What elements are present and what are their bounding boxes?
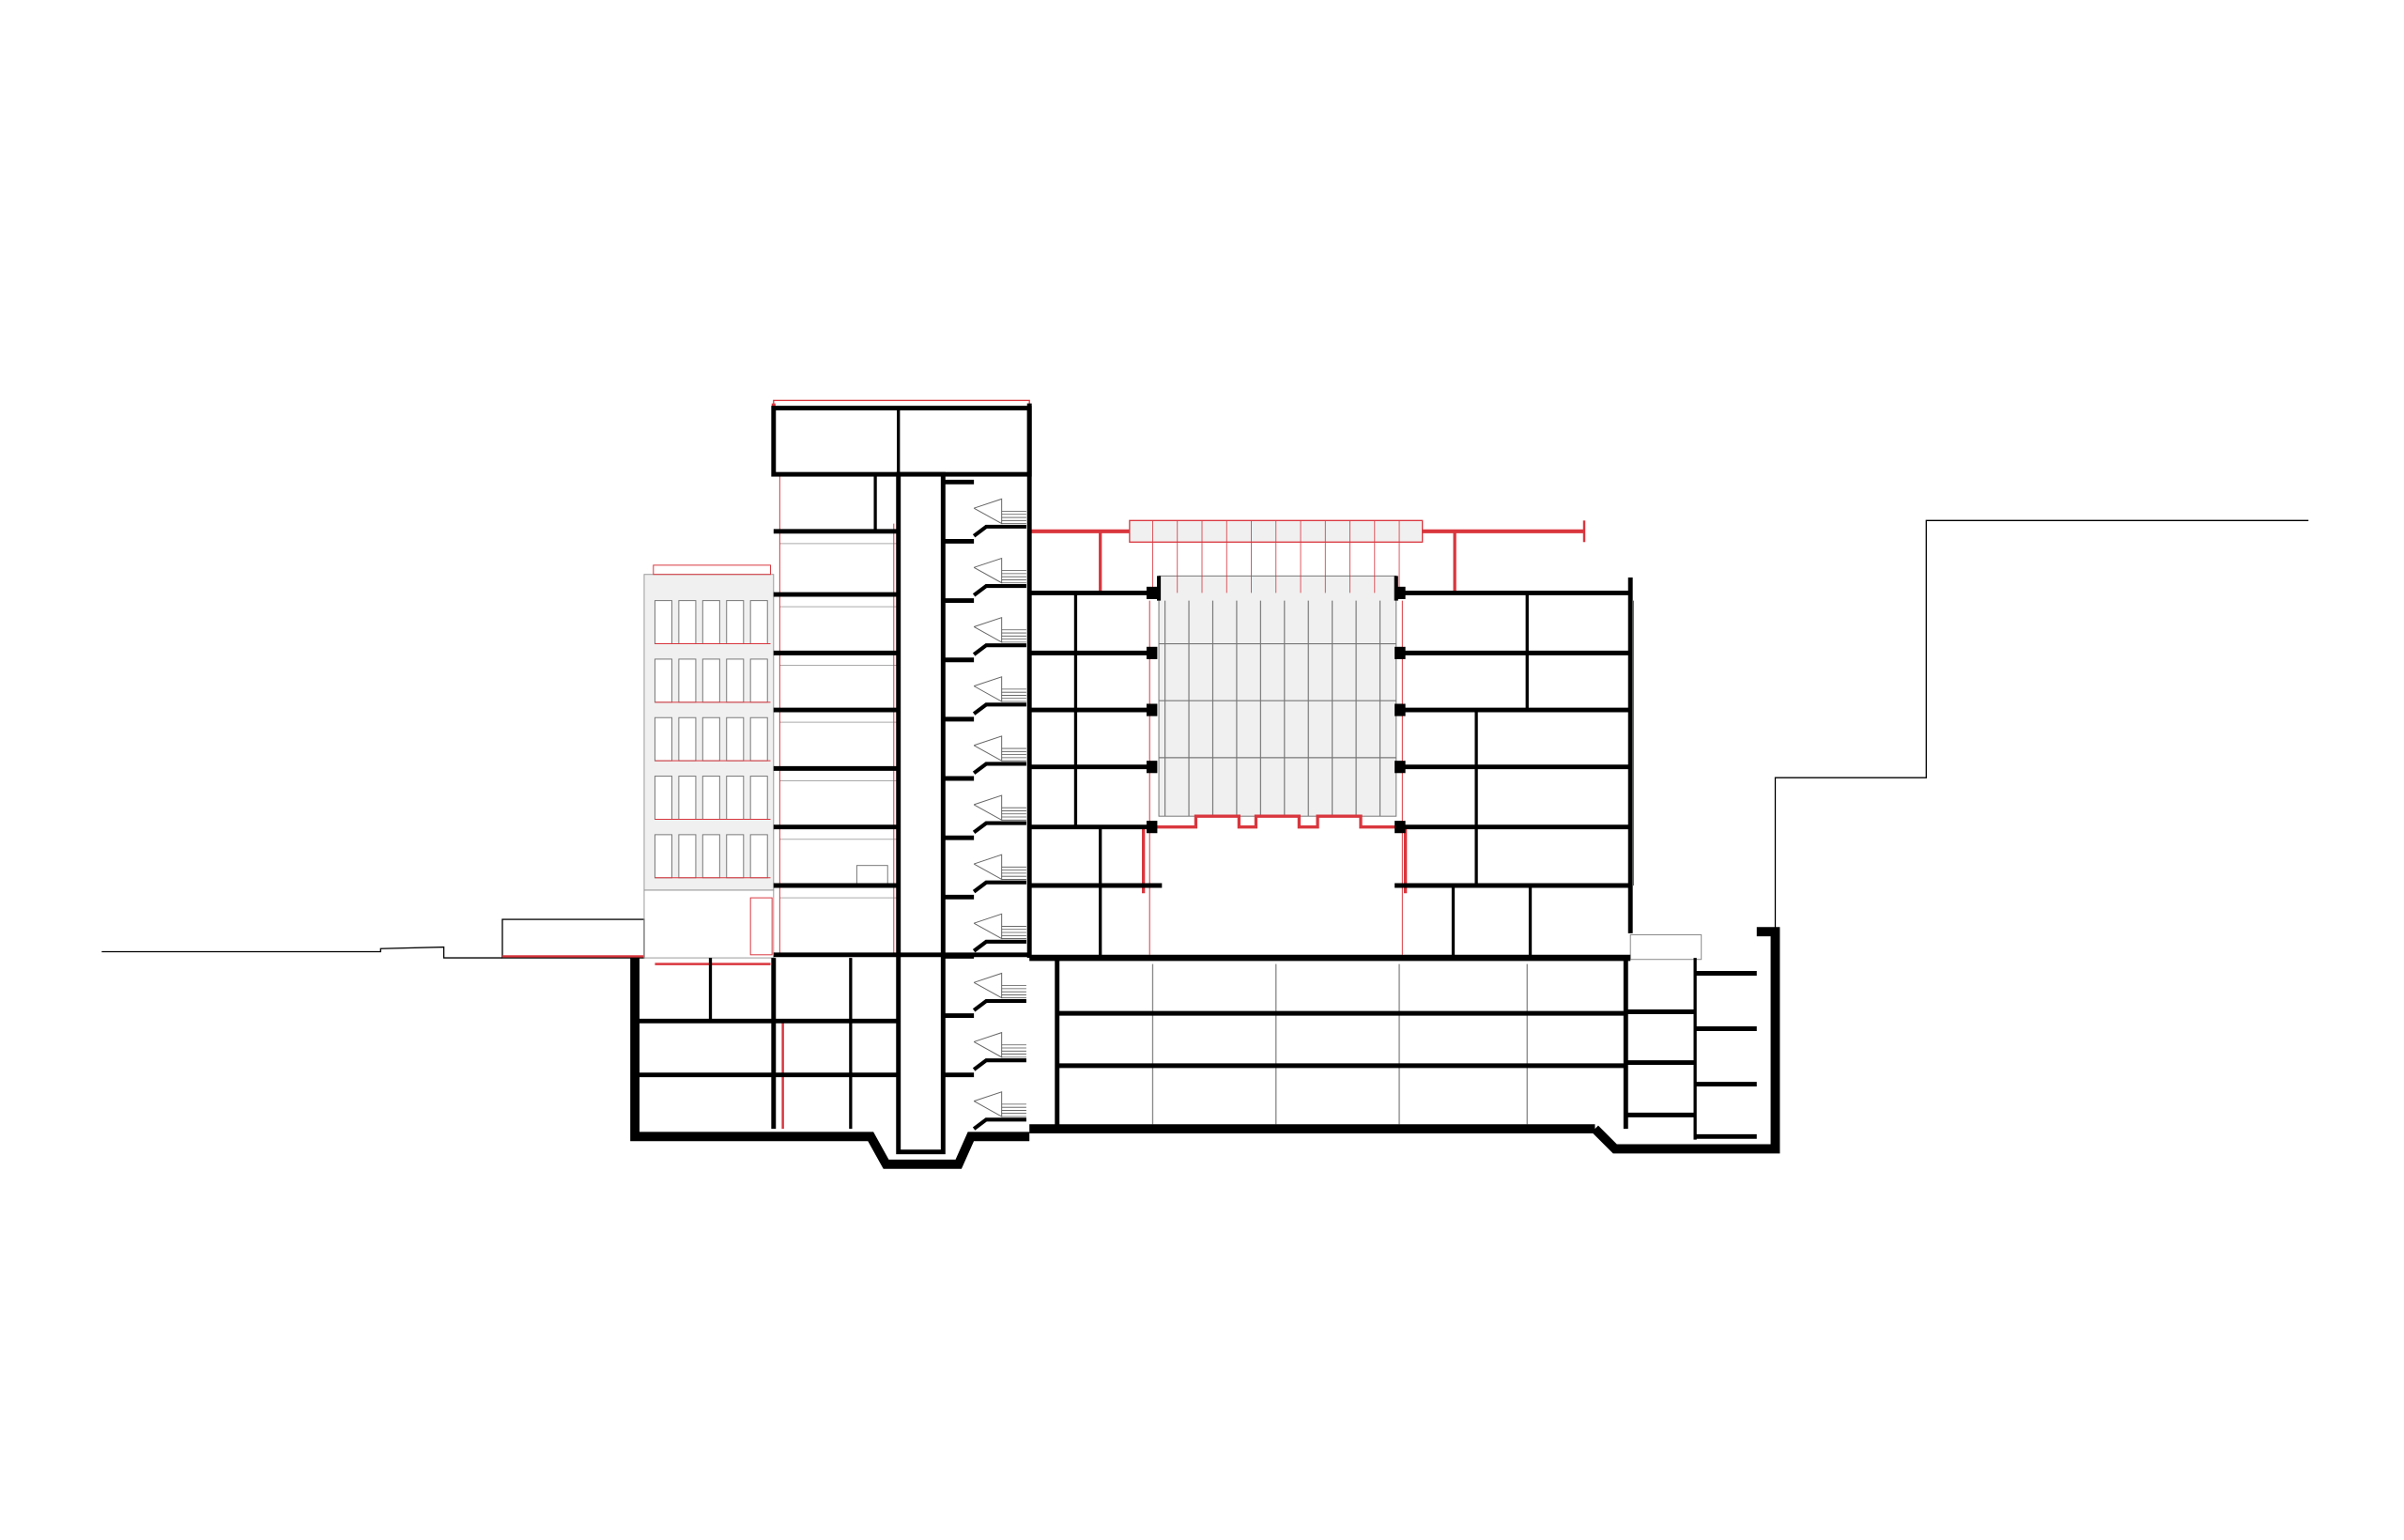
stair-run <box>972 702 1026 716</box>
window-pane <box>749 776 768 820</box>
window-pane <box>701 600 720 645</box>
atrium-floor-red <box>1142 814 1408 894</box>
stair-flight <box>973 557 1003 584</box>
window-pane <box>726 716 745 762</box>
window-pane <box>701 716 720 762</box>
column-section <box>1146 703 1158 716</box>
window-pane <box>749 658 768 703</box>
window-pane <box>726 776 745 820</box>
window-pane <box>678 834 697 879</box>
window-pane <box>701 834 720 879</box>
stair-flight <box>973 1091 1003 1117</box>
stair-run <box>972 939 1026 953</box>
tower-top-box <box>771 406 1032 477</box>
stair-flight <box>973 913 1003 940</box>
left-building-ground-floor <box>643 889 775 959</box>
thin-lines <box>643 498 1703 1125</box>
cut-structure <box>630 403 1780 1169</box>
stair-flight <box>973 616 1003 643</box>
column-section <box>1395 761 1406 774</box>
basement-wall-west <box>630 958 1030 1169</box>
stair-run <box>972 1117 1026 1131</box>
left-roof-rail <box>653 564 772 576</box>
stair-run <box>972 643 1026 656</box>
window-pane <box>726 658 745 703</box>
terrain-lines <box>101 519 2309 959</box>
stair-flight <box>973 794 1003 822</box>
window-pane <box>678 658 697 703</box>
column-section <box>1395 586 1406 599</box>
left-entrance-red <box>749 897 773 956</box>
column-section <box>1395 821 1406 834</box>
window-pane <box>749 716 768 762</box>
window-pane <box>726 600 745 645</box>
annex-low-volume <box>501 918 645 959</box>
stair-flight <box>973 676 1003 702</box>
column-section <box>1395 646 1406 659</box>
window-pane <box>701 658 720 703</box>
stair-flight <box>973 498 1003 525</box>
stair-flight <box>973 854 1003 881</box>
stair-flight <box>973 972 1003 999</box>
column-section <box>1146 761 1158 774</box>
window-pane <box>654 834 672 879</box>
stair-flight <box>973 735 1003 762</box>
window-pane <box>701 776 720 820</box>
atrium-glazed-volume <box>1158 575 1397 817</box>
column-section <box>1146 586 1158 599</box>
column-section <box>1146 646 1158 659</box>
window-pane <box>654 776 672 820</box>
stair-run <box>972 821 1026 835</box>
elevator-shaft <box>896 471 946 1155</box>
window-pane <box>726 834 745 879</box>
window-pane <box>654 600 672 645</box>
window-pane <box>678 716 697 762</box>
stair-run <box>972 998 1026 1012</box>
rooftop-unit <box>855 865 888 886</box>
ground-line-right <box>1774 519 2309 932</box>
window-pane <box>749 600 768 645</box>
window-pane <box>749 834 768 879</box>
stair-flight <box>973 1031 1003 1058</box>
window-pane <box>654 658 672 703</box>
column-section <box>1146 821 1158 834</box>
stair-run <box>972 762 1026 775</box>
window-pane <box>654 716 672 762</box>
basement-wall-east <box>1591 927 1780 1154</box>
window-pane <box>678 600 697 645</box>
column-section <box>1395 703 1406 716</box>
stair-run <box>972 583 1026 597</box>
stair-run <box>972 880 1026 894</box>
window-pane <box>678 776 697 820</box>
ground-line-left <box>101 946 502 959</box>
east-annex <box>1629 933 1703 961</box>
stair-run <box>972 1058 1026 1071</box>
stair-run <box>972 524 1026 538</box>
